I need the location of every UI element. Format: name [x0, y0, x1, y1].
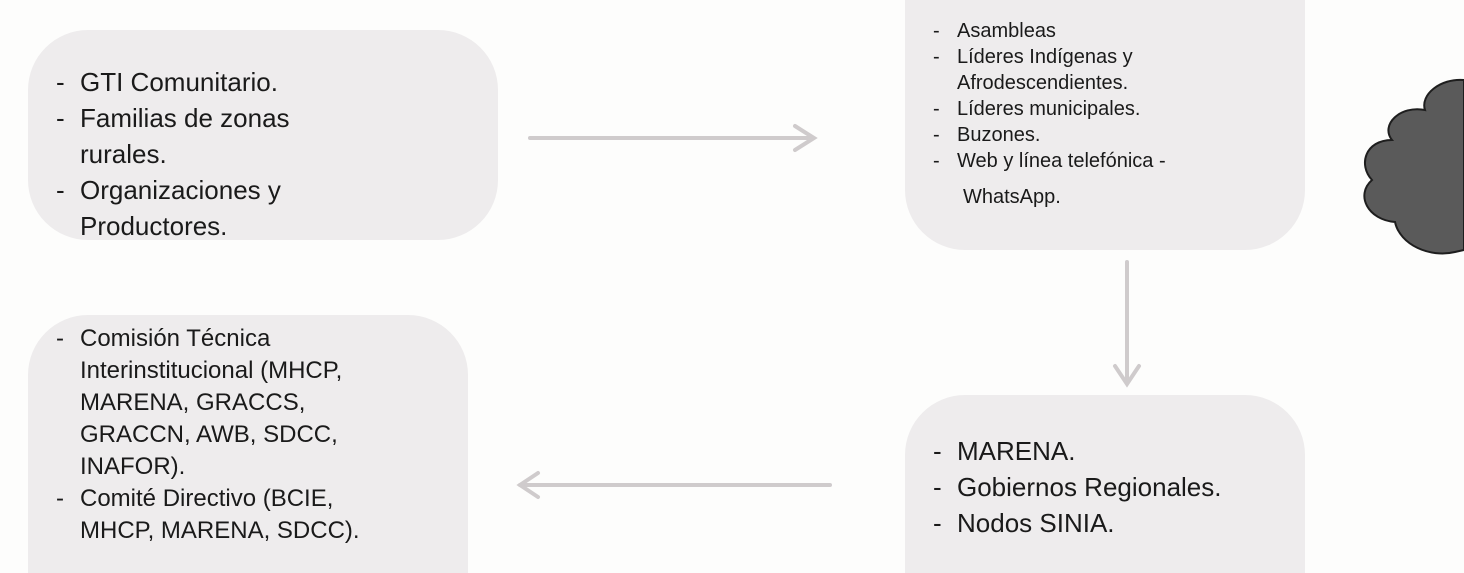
list-item: Gobiernos Regionales.	[929, 469, 1305, 505]
item-text: Familias de zonas	[80, 103, 290, 133]
item-text: INAFOR).	[80, 453, 186, 480]
list-item: Web y línea telefónica -	[929, 148, 1305, 174]
list-item: Comisión Técnica Interinstitucional (MHC…	[52, 323, 468, 483]
item-text: Nodos SINIA.	[957, 508, 1115, 538]
list-item: MARENA.	[929, 433, 1305, 469]
item-text: Líderes municipales.	[957, 98, 1141, 120]
item-text: GTI Comunitario.	[80, 67, 278, 97]
item-text: Asambleas	[957, 20, 1056, 42]
box-institutions: Comisión Técnica Interinstitucional (MHC…	[28, 315, 468, 573]
item-text: Productores.	[80, 211, 228, 241]
arrow-right-top	[528, 124, 818, 152]
item-text: MARENA, GRACCS,	[80, 389, 306, 416]
box-channels: Asambleas Líderes Indígenas y Afrodescend…	[905, 0, 1305, 250]
box-community-sources: GTI Comunitario. Familias de zonas rurale…	[28, 30, 498, 241]
item-text: Organizaciones y	[80, 175, 281, 205]
list-item: Familias de zonas rurales.	[52, 100, 498, 172]
item-text: Comisión Técnica	[80, 325, 271, 352]
item-text: Gobiernos Regionales.	[957, 472, 1222, 502]
item-text: Líderes Indígenas y	[957, 46, 1133, 68]
box-government-nodes: MARENA. Gobiernos Regionales. Nodos SINI…	[905, 395, 1305, 573]
list-item: Organizaciones y Productores.	[52, 172, 498, 244]
list-item: Comité Directivo (BCIE, MHCP, MARENA, SD…	[52, 483, 468, 547]
list-item: Líderes municipales.	[929, 96, 1305, 122]
item-text: GRACCN, AWB, SDCC,	[80, 421, 338, 448]
item-continuation: WhatsApp.	[963, 186, 1061, 208]
item-text: Afrodescendientes.	[957, 72, 1129, 94]
list-item: GTI Comunitario.	[52, 64, 498, 100]
arrow-down-right	[1113, 260, 1141, 388]
list-item: Asambleas	[929, 18, 1305, 44]
item-text: Buzones.	[957, 124, 1041, 146]
item-text: Comité Directivo (BCIE,	[80, 485, 334, 512]
list-item: Líderes Indígenas y Afrodescendientes.	[929, 44, 1305, 96]
item-text: MARENA.	[957, 436, 1076, 466]
item-text: Interinstitucional (MHCP,	[80, 357, 343, 384]
list-item: Nodos SINIA.	[929, 505, 1305, 541]
cloud-icon	[1363, 78, 1464, 255]
arrow-left-bottom	[516, 471, 832, 499]
list-item: Buzones.	[929, 122, 1305, 148]
item-text: MHCP, MARENA, SDCC).	[80, 517, 360, 544]
item-text: Web y línea telefónica -	[957, 150, 1166, 172]
item-text: rurales.	[80, 139, 167, 169]
